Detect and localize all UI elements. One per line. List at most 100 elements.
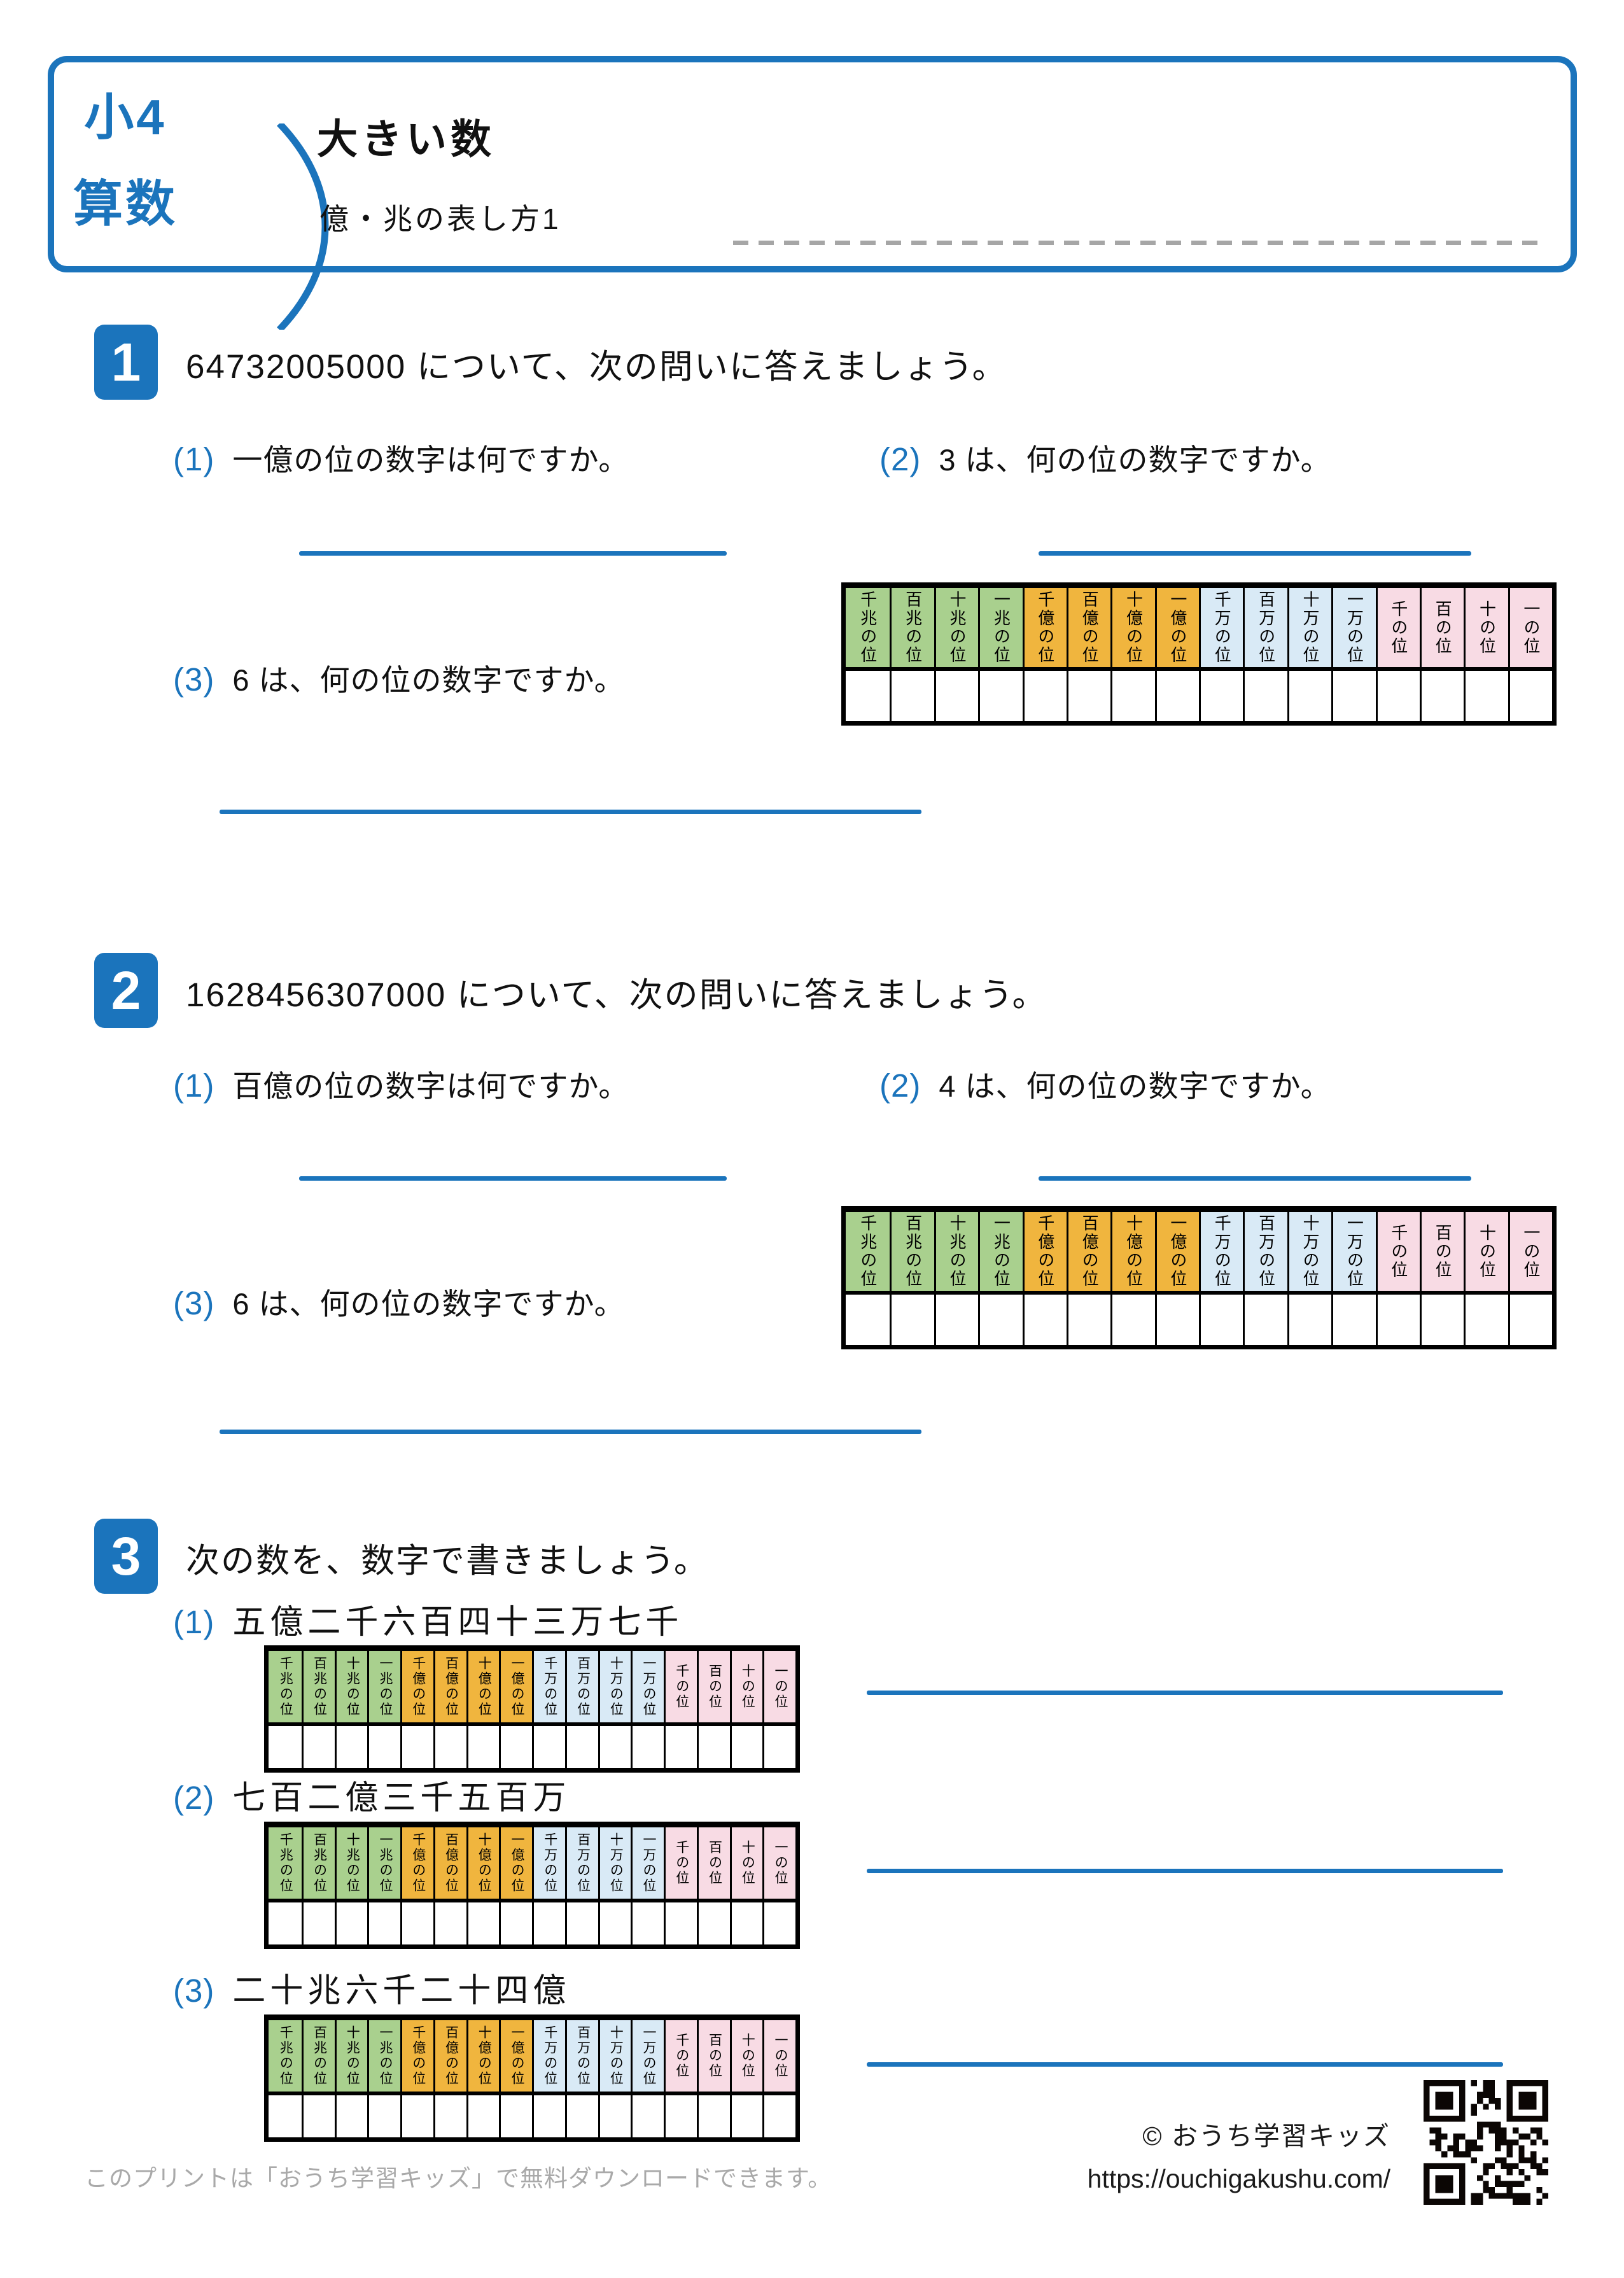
place-value-header-cell: 十兆の位 — [934, 1212, 979, 1291]
place-value-digit-cell[interactable] — [598, 1902, 631, 1944]
place-value-digit-cell[interactable] — [696, 1902, 730, 1944]
place-value-digit-cell[interactable] — [269, 1726, 302, 1768]
place-value-digit-cell[interactable] — [433, 2095, 466, 2137]
place-value-digit-cell[interactable] — [433, 1902, 466, 1944]
problem-3-answer-line-2[interactable] — [867, 1869, 1503, 1873]
place-value-digit-cell[interactable] — [1022, 671, 1067, 721]
place-value-digit-cell[interactable] — [890, 671, 934, 721]
place-value-digit-cell[interactable] — [367, 1726, 400, 1768]
place-value-digit-cell[interactable] — [564, 1902, 598, 1944]
place-value-digit-cell[interactable] — [598, 1726, 631, 1768]
place-value-digit-cell[interactable] — [934, 1295, 979, 1345]
place-value-digit-cell[interactable] — [532, 2095, 565, 2137]
place-value-digit-cell[interactable] — [334, 1726, 368, 1768]
place-value-digit-cell[interactable] — [934, 671, 979, 721]
place-value-digit-cell[interactable] — [1508, 1295, 1552, 1345]
place-value-digit-cell[interactable] — [696, 1726, 730, 1768]
place-value-digit-cell[interactable] — [334, 2095, 368, 2137]
place-value-digit-cell[interactable] — [1287, 1295, 1332, 1345]
place-value-digit-cell[interactable] — [499, 1902, 532, 1944]
place-value-digit-cell[interactable] — [367, 1902, 400, 1944]
place-value-digit-cell[interactable] — [664, 2095, 697, 2137]
place-value-digit-cell[interactable] — [1419, 1295, 1464, 1345]
place-value-digit-cell[interactable] — [1287, 671, 1332, 721]
place-value-digit-cell[interactable] — [978, 1295, 1023, 1345]
place-value-digit-cell[interactable] — [532, 1726, 565, 1768]
place-value-digit-cell[interactable] — [1419, 671, 1464, 721]
place-value-digit-cell[interactable] — [564, 1726, 598, 1768]
place-value-digit-cell[interactable] — [598, 2095, 631, 2137]
place-value-digit-cell[interactable] — [1464, 1295, 1508, 1345]
place-value-digit-cell[interactable] — [400, 1902, 433, 1944]
problem-3-answer-line-3[interactable] — [867, 2062, 1503, 2067]
place-value-digit-cell[interactable] — [466, 2095, 500, 2137]
place-value-digit-cell[interactable] — [762, 2095, 795, 2137]
place-value-digit-cell[interactable] — [978, 671, 1023, 721]
place-value-digit-cell[interactable] — [1110, 1295, 1155, 1345]
place-value-digit-cell[interactable] — [1508, 671, 1552, 721]
place-value-digit-cell[interactable] — [499, 2095, 532, 2137]
place-value-digit-cell[interactable] — [1199, 671, 1243, 721]
place-value-header-label: 百兆の位 — [903, 591, 923, 664]
problem-1-answer-line-3[interactable] — [220, 810, 921, 814]
place-value-digit-cell[interactable] — [1243, 1295, 1287, 1345]
place-value-digit-cell[interactable] — [1331, 1295, 1376, 1345]
place-value-digit-cell[interactable] — [729, 1902, 763, 1944]
place-value-digit-cell[interactable] — [466, 1726, 500, 1768]
place-value-digit-cell[interactable] — [1066, 671, 1111, 721]
place-value-digit-cell[interactable] — [269, 1902, 302, 1944]
place-value-digit-cell[interactable] — [532, 1902, 565, 1944]
place-value-header-cell: 千の位 — [1375, 588, 1420, 667]
place-value-digit-cell[interactable] — [1243, 671, 1287, 721]
place-value-digit-cell[interactable] — [631, 1902, 664, 1944]
place-value-digit-cell[interactable] — [1464, 671, 1508, 721]
place-value-digit-cell[interactable] — [564, 2095, 598, 2137]
place-value-digit-cell[interactable] — [846, 1295, 890, 1345]
place-value-header-label: 十の位 — [1477, 600, 1497, 656]
place-value-digit-cell[interactable] — [269, 2095, 302, 2137]
place-value-digit-cell[interactable] — [1199, 1295, 1243, 1345]
place-value-header-cell: 千万の位 — [1199, 1212, 1243, 1291]
problem-2-answer-line-2[interactable] — [1039, 1176, 1471, 1181]
place-value-digit-cell[interactable] — [1110, 671, 1155, 721]
place-value-header-label: 十兆の位 — [345, 1656, 360, 1717]
place-value-digit-cell[interactable] — [400, 1726, 433, 1768]
place-value-digit-cell[interactable] — [631, 2095, 664, 2137]
place-value-digit-cell[interactable] — [762, 1726, 795, 1768]
place-value-digit-cell[interactable] — [466, 1902, 500, 1944]
place-value-digit-cell[interactable] — [301, 1902, 335, 1944]
place-value-digit-cell[interactable] — [301, 2095, 335, 2137]
place-value-digit-cell[interactable] — [1375, 671, 1420, 721]
place-value-digit-cell[interactable] — [1154, 671, 1199, 721]
place-value-digit-cell[interactable] — [729, 1726, 763, 1768]
place-value-digit-cell[interactable] — [631, 1726, 664, 1768]
place-value-digit-cell[interactable] — [1022, 1295, 1067, 1345]
place-value-digit-cell[interactable] — [664, 1902, 697, 1944]
problem-1-answer-line-2[interactable] — [1039, 551, 1471, 556]
place-value-digit-cell[interactable] — [400, 2095, 433, 2137]
place-value-digit-cell[interactable] — [846, 671, 890, 721]
place-value-digit-cell[interactable] — [890, 1295, 934, 1345]
name-dash-line[interactable] — [733, 241, 1539, 245]
place-value-header-label: 一兆の位 — [377, 1656, 393, 1717]
place-value-digit-cell[interactable] — [499, 1726, 532, 1768]
place-value-digit-cell[interactable] — [367, 2095, 400, 2137]
place-value-header-cell: 十億の位 — [1110, 588, 1155, 667]
place-value-digit-cell[interactable] — [1331, 671, 1376, 721]
problem-2-answer-line-1[interactable] — [299, 1176, 727, 1181]
problem-1-answer-line-1[interactable] — [299, 551, 727, 556]
place-value-digit-cell[interactable] — [1154, 1295, 1199, 1345]
place-value-digit-cell[interactable] — [1375, 1295, 1420, 1345]
place-value-digit-cell[interactable] — [1066, 1295, 1111, 1345]
problem-3-answer-line-1[interactable] — [867, 1691, 1503, 1695]
problem-2-sub-2-label: (2) — [879, 1067, 921, 1104]
place-value-header-label: 百兆の位 — [312, 1656, 327, 1717]
problem-2-answer-line-3[interactable] — [220, 1430, 921, 1434]
place-value-digit-cell[interactable] — [301, 1726, 335, 1768]
place-value-digit-cell[interactable] — [433, 1726, 466, 1768]
place-value-digit-cell[interactable] — [762, 1902, 795, 1944]
place-value-digit-cell[interactable] — [334, 1902, 368, 1944]
place-value-digit-cell[interactable] — [664, 1726, 697, 1768]
place-value-digit-cell[interactable] — [729, 2095, 763, 2137]
place-value-digit-cell[interactable] — [696, 2095, 730, 2137]
